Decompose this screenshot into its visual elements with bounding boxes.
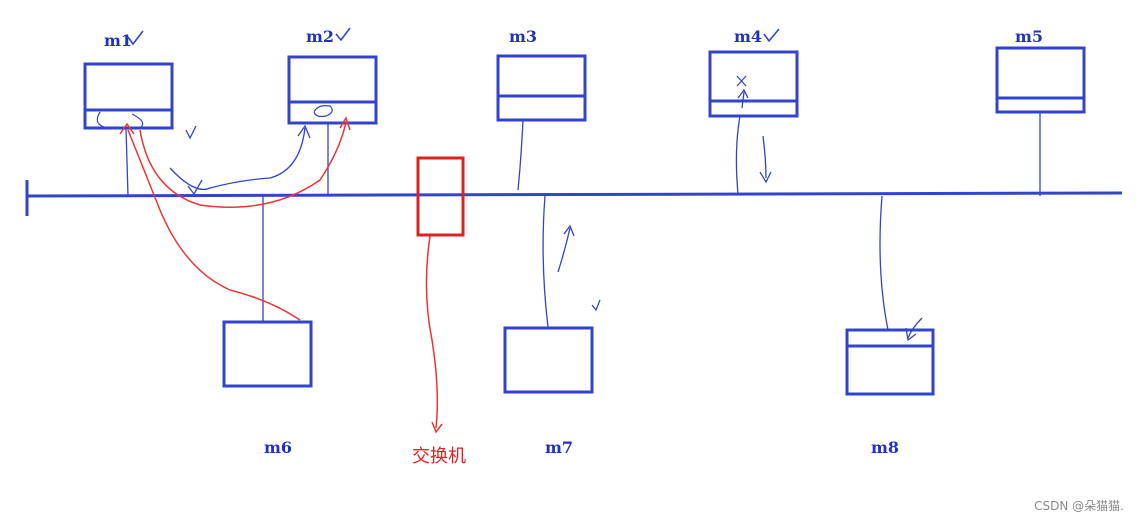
label-m4: m4 [734,27,763,46]
host-m6 [222,320,313,388]
host-m2 [287,55,378,125]
drop-m8 [879,195,889,331]
check-icon-m1-bus [187,179,203,196]
check-icon-m1 [127,30,144,46]
watermark: CSDN @朵猫猫. [1034,499,1124,513]
red-path-m1-to-m2 [139,116,351,208]
blue-scribble-m2 [313,105,333,118]
red-arrowhead-m1 [119,122,135,135]
blue-x-mark-m4 [736,75,747,87]
host-m4 [708,50,799,118]
check-icon-m1-link [185,125,197,140]
host-m7 [503,326,594,394]
drop-m7 [542,195,549,328]
label-m1: m1 [104,31,133,50]
blue-arrow-m4 [759,135,772,184]
host-m8 [845,328,935,396]
host-m1 [83,62,174,130]
drop-m3 [517,119,524,191]
check-icon-m2 [335,27,351,42]
drop-m4 [735,115,741,195]
blue-arrow-m8 [905,317,923,342]
check-icon-m7 [591,299,601,312]
switch-box [416,156,465,237]
label-m8: m8 [871,438,900,457]
label-m3: m3 [509,27,538,46]
label-m7: m7 [545,438,574,457]
label-switch: 交换机 [412,446,466,467]
blue-arrow-m7 [557,224,575,273]
label-m2: m2 [306,27,335,46]
drop-m1 [125,127,129,197]
host-m3 [496,54,587,122]
blue-path-m1-to-m2 [169,124,311,191]
blue-scribble-m1 [96,111,144,129]
red-path-m6-to-m1 [127,129,301,321]
label-m6: m6 [264,438,293,457]
bus-line [27,191,1123,198]
switch-pointer [425,235,443,434]
label-m5: m5 [1015,27,1044,46]
host-m5 [995,46,1086,114]
blue-arrow-m4-up [737,88,749,109]
check-icon-m4 [763,28,780,43]
